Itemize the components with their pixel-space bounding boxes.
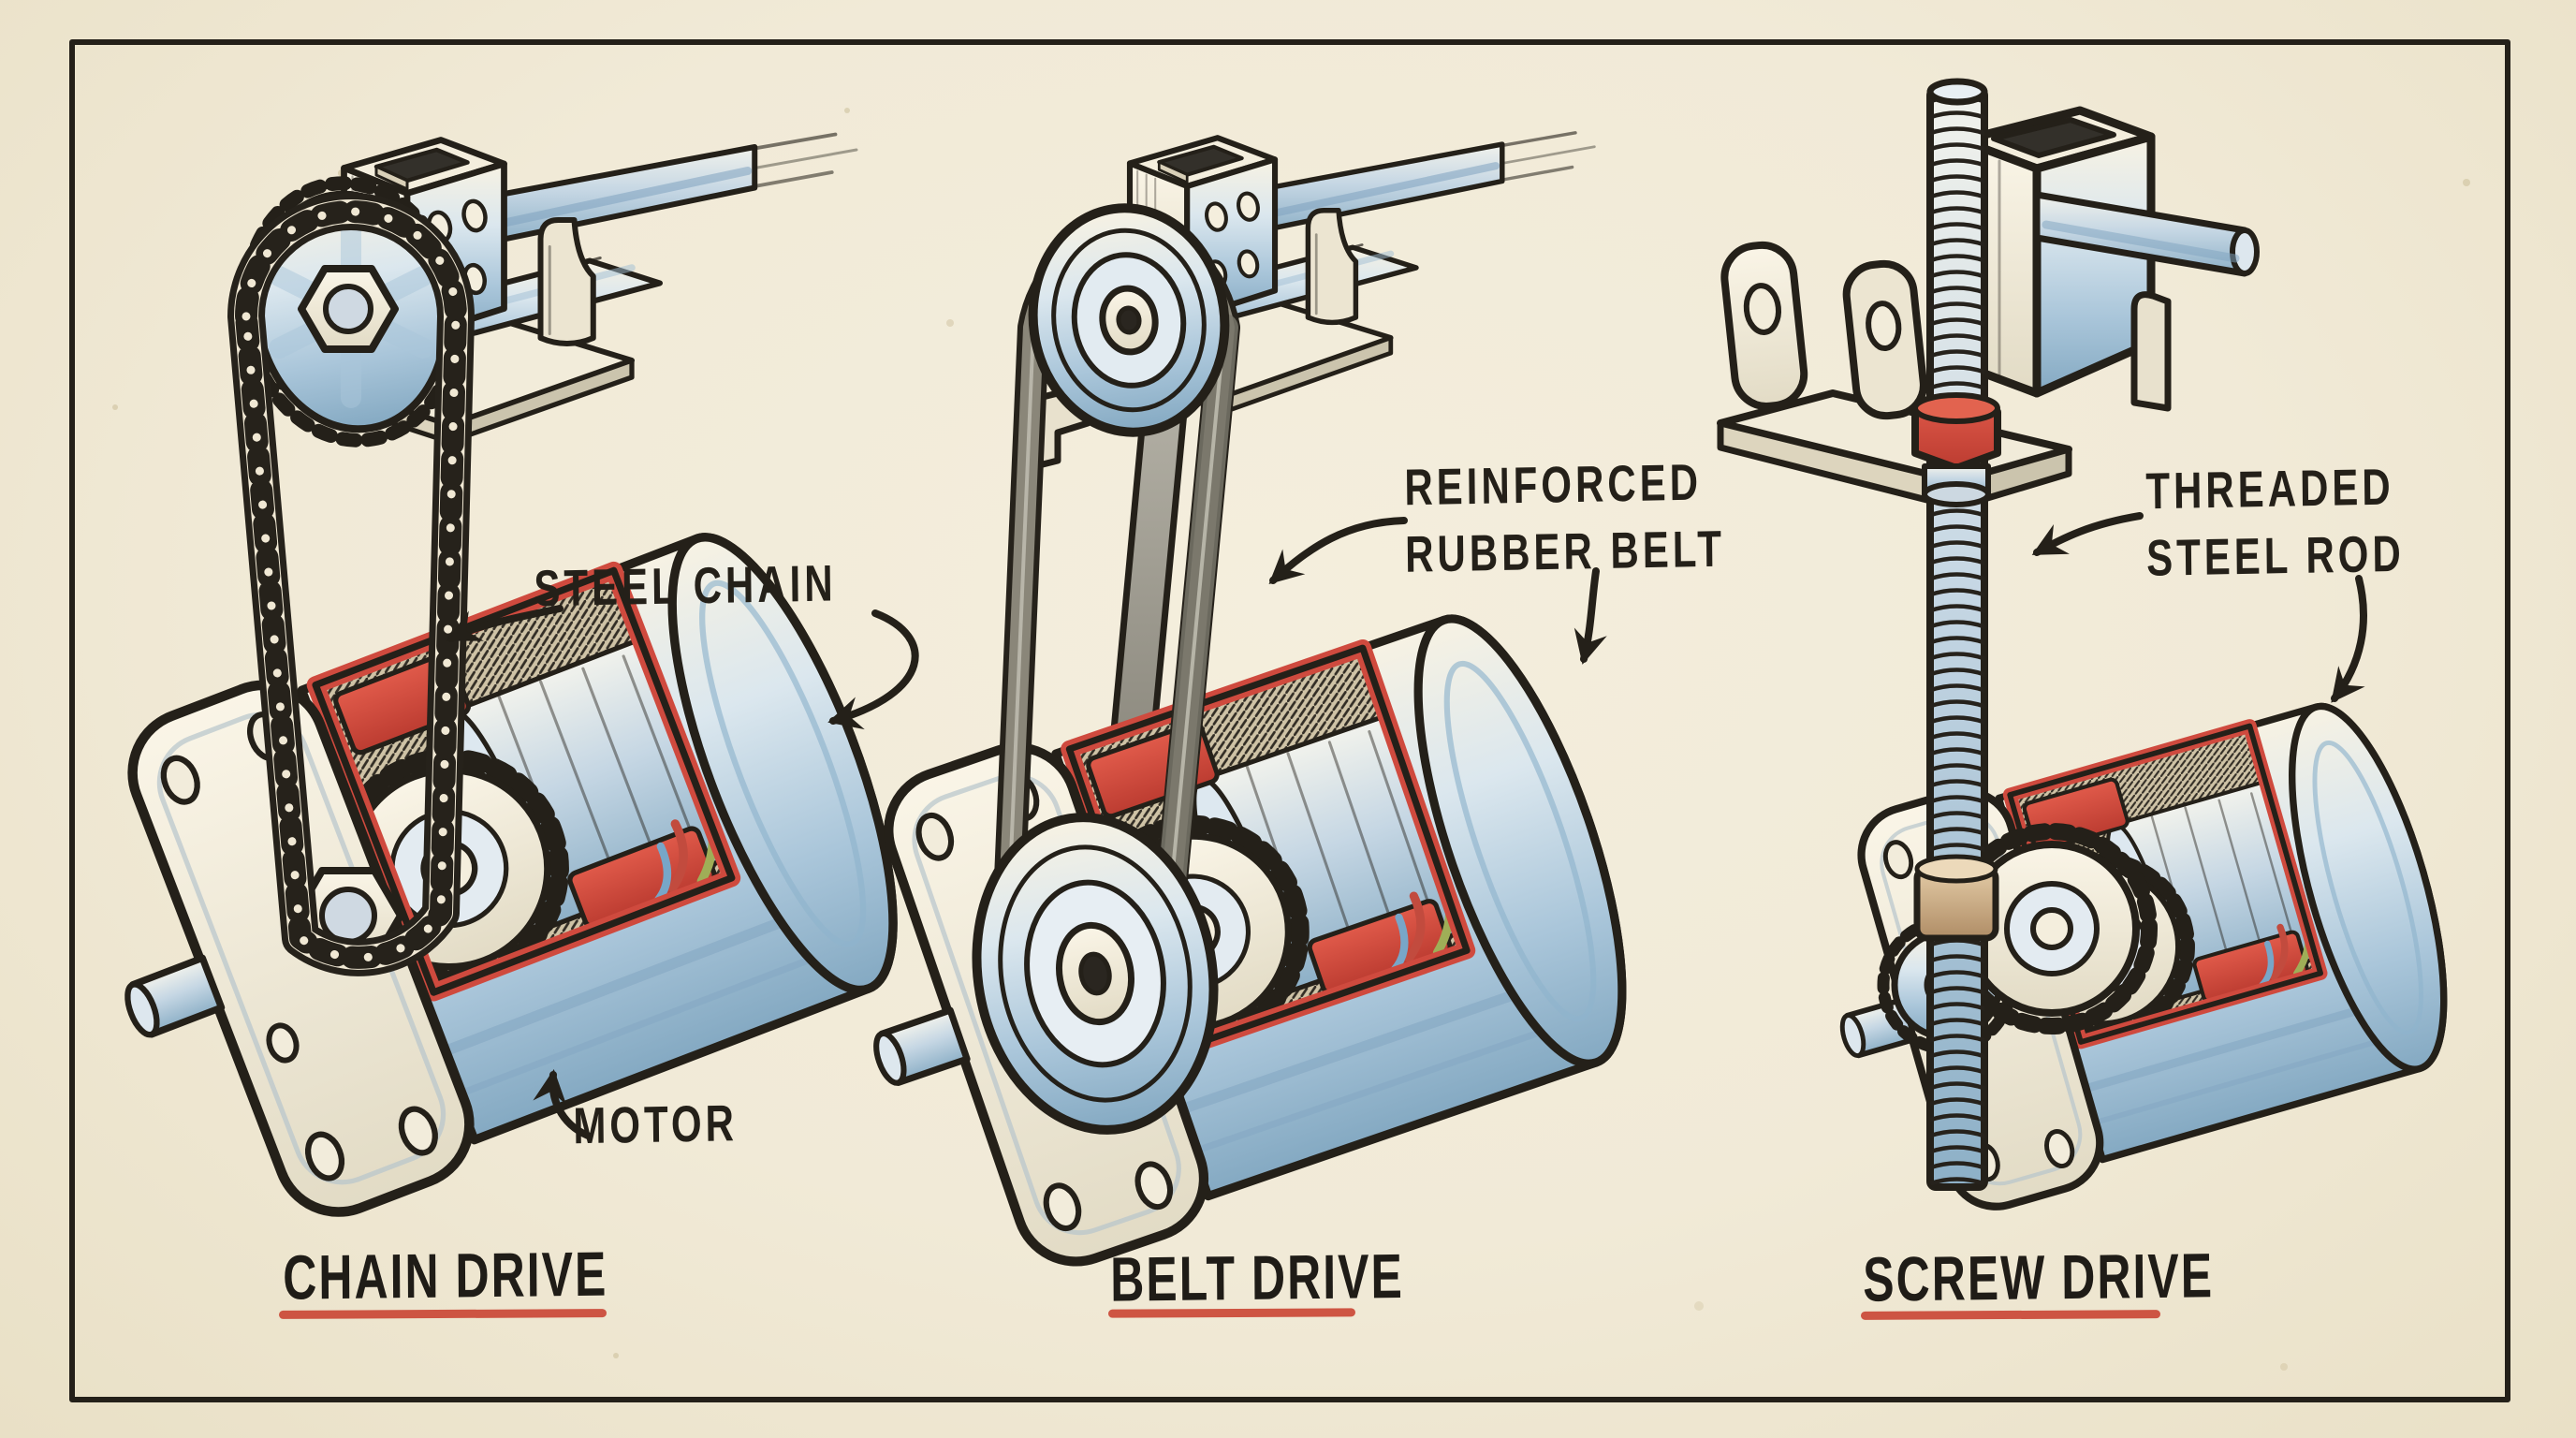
label-threaded-steel-rod: THREADED STEEL ROD — [2145, 454, 2405, 592]
rod-bearing-collar — [1913, 854, 1999, 942]
label-steel-chain: STEEL CHAIN — [534, 550, 837, 623]
idler-pulley — [1028, 203, 1230, 437]
title-screw-drive: SCREW DRIVE — [1863, 1240, 2215, 1315]
paper-speckles — [112, 108, 2470, 1371]
label-motor: MOTOR — [573, 1091, 738, 1160]
motor-pulley — [972, 813, 1219, 1135]
belt-drive-illustration — [796, 133, 1671, 1304]
title-underline-belt-drive — [1107, 1308, 1356, 1318]
screw-drive-illustration — [1717, 78, 2480, 1236]
chain-drive-illustration — [37, 135, 945, 1260]
label-line: REINFORCED — [1404, 453, 1703, 516]
motor-cutaway — [796, 576, 1671, 1304]
threaded-rod — [1926, 78, 1988, 1191]
label-line: THREADED — [2145, 458, 2395, 520]
arrow-threaded-rod — [2031, 512, 2144, 556]
arrow-screw-motor — [2331, 575, 2367, 703]
title-chain-drive: CHAIN DRIVE — [283, 1239, 608, 1313]
arrow-motor — [533, 1069, 592, 1139]
title-belt-drive: BELT DRIVE — [1110, 1240, 1405, 1315]
arrow-rubber-belt — [1268, 517, 1408, 585]
label-line: STEEL CHAIN — [534, 554, 837, 617]
title-underline-screw-drive — [1860, 1310, 2161, 1320]
label-line: MOTOR — [573, 1093, 739, 1154]
arrow-belt-motor — [1573, 567, 1607, 665]
arrow-chain-motor — [827, 609, 919, 730]
title-underline-chain-drive — [278, 1309, 607, 1319]
guide-shaft — [2033, 191, 2260, 277]
rubber-belt — [1009, 236, 1224, 937]
label-line: STEEL ROD — [2145, 523, 2406, 586]
label-line: RUBBER BELT — [1404, 519, 1726, 582]
label-reinforced-rubber-belt: REINFORCED RUBBER BELT — [1404, 449, 1725, 588]
drive-nut — [1911, 392, 2001, 507]
annotation-arrows — [446, 512, 2367, 1139]
arrow-steel-chain — [446, 605, 564, 642]
